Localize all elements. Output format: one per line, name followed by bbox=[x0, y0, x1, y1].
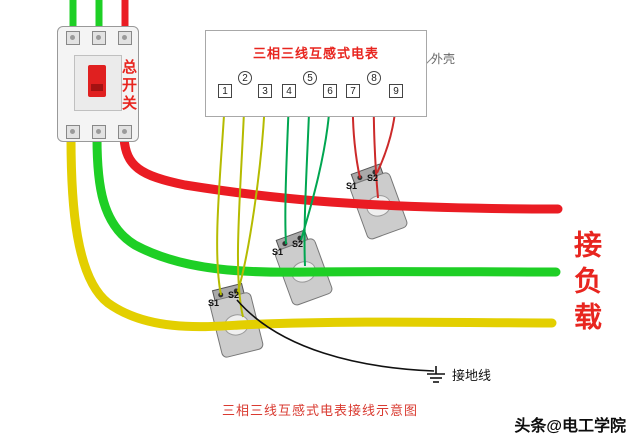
ground-icon bbox=[427, 366, 445, 383]
meter-terminal-2: 2 bbox=[238, 71, 252, 85]
phase-wire-yellow bbox=[66, 133, 557, 332]
ct3-s2-label: S2 bbox=[228, 290, 240, 300]
load-label: 接负载 bbox=[571, 230, 602, 338]
breaker-terminal-top-3 bbox=[118, 31, 132, 45]
meter-terminal-8: 8 bbox=[367, 71, 381, 85]
ct2-s2-label: S2 bbox=[292, 239, 304, 249]
meter-box: 三相三线互感式电表 1 2 3 4 5 6 7 8 9 bbox=[205, 30, 427, 117]
ct3-s1-label: S1 bbox=[208, 298, 220, 308]
breaker-label: 总开关 bbox=[120, 59, 137, 113]
breaker-terminal-bottom-2 bbox=[92, 125, 106, 139]
ground-label: 接地线 bbox=[452, 368, 492, 383]
ct1-s2-label: S2 bbox=[367, 173, 379, 183]
breaker-switch[interactable] bbox=[88, 65, 106, 97]
secondary-wire-yellow-3 bbox=[236, 98, 266, 295]
meter-terminal-3: 3 bbox=[258, 84, 272, 98]
phase-wire-green bbox=[92, 133, 561, 277]
meter-terminal-7: 7 bbox=[346, 84, 360, 98]
ground-wire bbox=[236, 299, 435, 372]
ct2-s1-label: S1 bbox=[272, 247, 284, 257]
meter-terminal-9: 9 bbox=[389, 84, 403, 98]
enclosure-label: 外壳 bbox=[431, 52, 456, 66]
circuit-breaker: 总开关 bbox=[57, 26, 139, 142]
meter-terminal-4: 4 bbox=[282, 84, 296, 98]
diagram-caption: 三相三线互感式电表接线示意图 bbox=[221, 403, 418, 418]
phase-wire-red bbox=[119, 133, 563, 214]
breaker-panel bbox=[74, 55, 122, 111]
breaker-terminal-top-2 bbox=[92, 31, 106, 45]
breaker-terminal-bottom-1 bbox=[66, 125, 80, 139]
secondary-wire-green-1 bbox=[284, 98, 290, 245]
watermark: 头条@电工学院 bbox=[514, 418, 626, 435]
breaker-terminal-bottom-3 bbox=[118, 125, 132, 139]
meter-title: 三相三线互感式电表 bbox=[252, 46, 379, 61]
meter-terminal-1: 1 bbox=[218, 84, 232, 98]
ct1-s1-label: S1 bbox=[346, 181, 358, 191]
breaker-terminal-top-1 bbox=[66, 31, 80, 45]
meter-terminal-6: 6 bbox=[323, 84, 337, 98]
secondary-wire-yellow-1 bbox=[216, 98, 226, 296]
secondary-wire-yellow-2 bbox=[236, 85, 246, 318]
meter-terminal-5: 5 bbox=[303, 71, 317, 85]
